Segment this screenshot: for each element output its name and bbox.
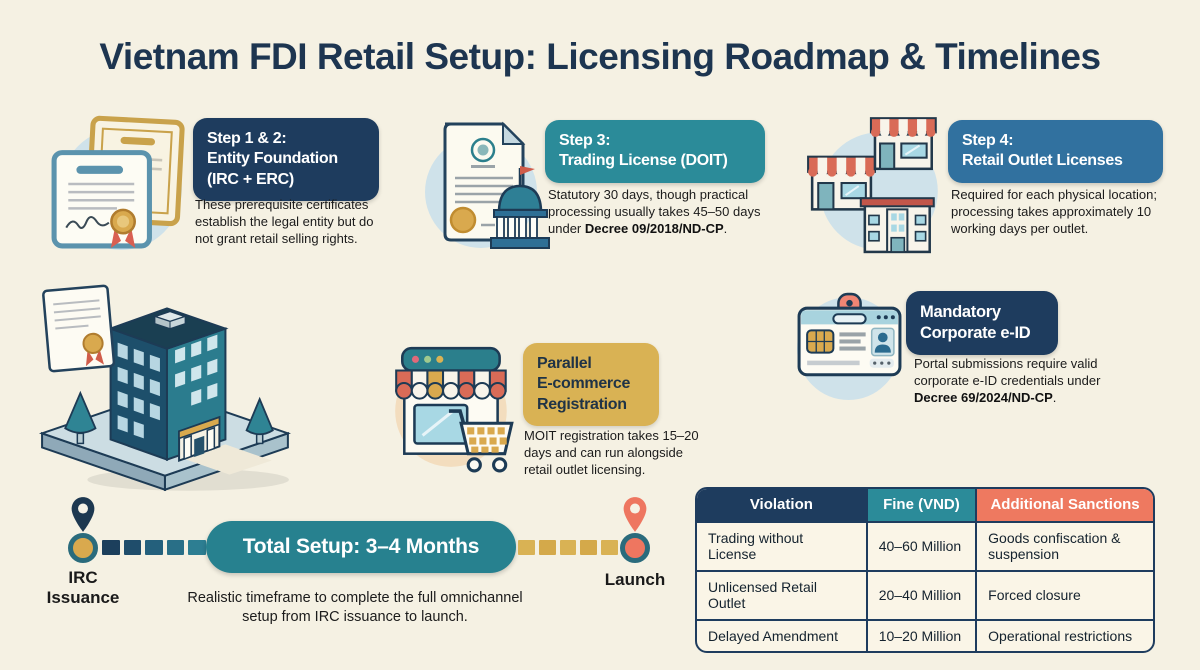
step-4-heading: Step 4: Retail Outlet Licenses: [948, 120, 1163, 183]
ecommerce-heading: Parallel E-commerce Registration: [523, 343, 659, 427]
timeline-start-node: [68, 533, 98, 563]
office-building-illustration: [32, 280, 304, 492]
map-pin-icon: [622, 496, 648, 533]
cell-violation: Delayed Amendment: [697, 618, 866, 652]
storefronts-icon: [806, 106, 948, 258]
penalties-table: Violation Fine (VND) Additional Sanction…: [695, 487, 1155, 654]
certificates-icon: [48, 110, 190, 252]
step-4-description: Required for each physical location; pro…: [951, 187, 1157, 236]
cell-fine: 10–20 Million: [865, 618, 976, 652]
cell-sanction: Operational restrictions: [975, 618, 1153, 652]
timeline-start-label: IRC Issuance: [46, 568, 120, 607]
table-row: Delayed Amendment 10–20 Million Operatio…: [697, 618, 1153, 652]
eid-description: Portal submissions require valid corpora…: [914, 356, 1101, 405]
step-1-2-heading: Step 1 & 2: Entity Foundation (IRC + ERC…: [193, 118, 379, 202]
timeline-end-node: [620, 533, 650, 563]
eid-heading: Mandatory Corporate e-ID: [906, 291, 1058, 356]
table-header-sanctions: Additional Sanctions: [975, 489, 1153, 521]
timeline-end-label: Launch: [604, 570, 666, 589]
cell-violation: Trading without License: [697, 520, 866, 570]
cell-violation: Unlicensed Retail Outlet: [697, 569, 866, 619]
timeline-dashes-left: [102, 540, 206, 555]
step-3-heading: Step 3: Trading License (DOIT): [545, 120, 765, 183]
table-header-violation: Violation: [697, 489, 866, 521]
step-1-2-description: These prerequisite certificates establis…: [195, 197, 374, 246]
timeline-pill: Total Setup: 3–4 Months: [206, 521, 516, 573]
cell-fine: 20–40 Million: [865, 569, 976, 619]
table-row: Unlicensed Retail Outlet 20–40 Million F…: [697, 569, 1153, 619]
table-header-fine: Fine (VND): [865, 489, 976, 521]
map-pin-icon: [70, 496, 96, 533]
shop-cart-icon: [388, 334, 520, 476]
cell-sanction: Forced closure: [975, 569, 1153, 619]
ecommerce-description: MOIT registration takes 15–20 days and c…: [524, 428, 699, 477]
cell-fine: 40–60 Million: [865, 520, 976, 570]
table-row: Trading without License 40–60 Million Go…: [697, 520, 1153, 570]
id-card-icon: [791, 286, 907, 402]
cell-sanction: Goods confiscation & suspension: [975, 520, 1153, 570]
timeline-caption: Realistic timeframe to complete the full…: [187, 590, 523, 625]
table-header-row: Violation Fine (VND) Additional Sanction…: [697, 489, 1153, 521]
step-3-description: Statutory 30 days, though practical proc…: [548, 187, 761, 236]
page-title: Vietnam FDI Retail Setup: Licensing Road…: [99, 36, 1101, 77]
timeline-dashes-right: [518, 540, 618, 555]
license-document-icon: [420, 112, 552, 254]
